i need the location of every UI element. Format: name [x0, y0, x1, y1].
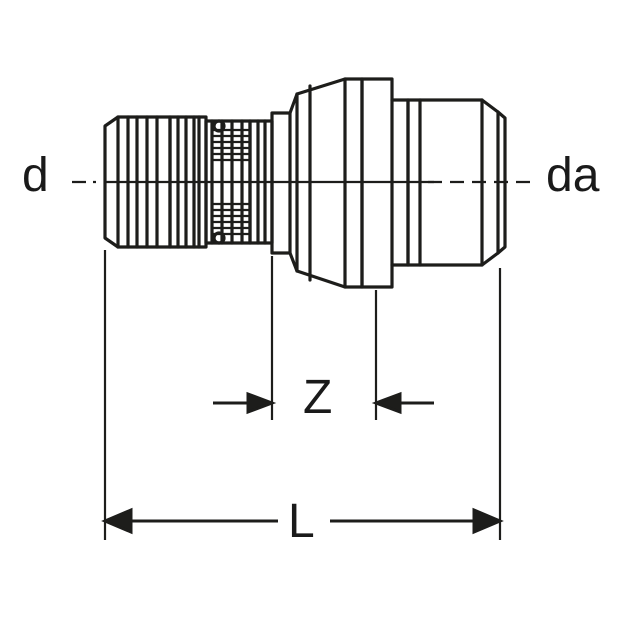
label-z: Z	[303, 371, 333, 424]
dimension-line-z	[213, 391, 434, 415]
dimension-line-l	[101, 507, 504, 535]
extension-lines	[103, 250, 502, 540]
oring-upper	[212, 119, 226, 133]
label-l: L	[288, 495, 315, 548]
oring-lower	[212, 231, 226, 245]
label-d: d	[22, 149, 49, 202]
label-da: da	[546, 149, 600, 202]
